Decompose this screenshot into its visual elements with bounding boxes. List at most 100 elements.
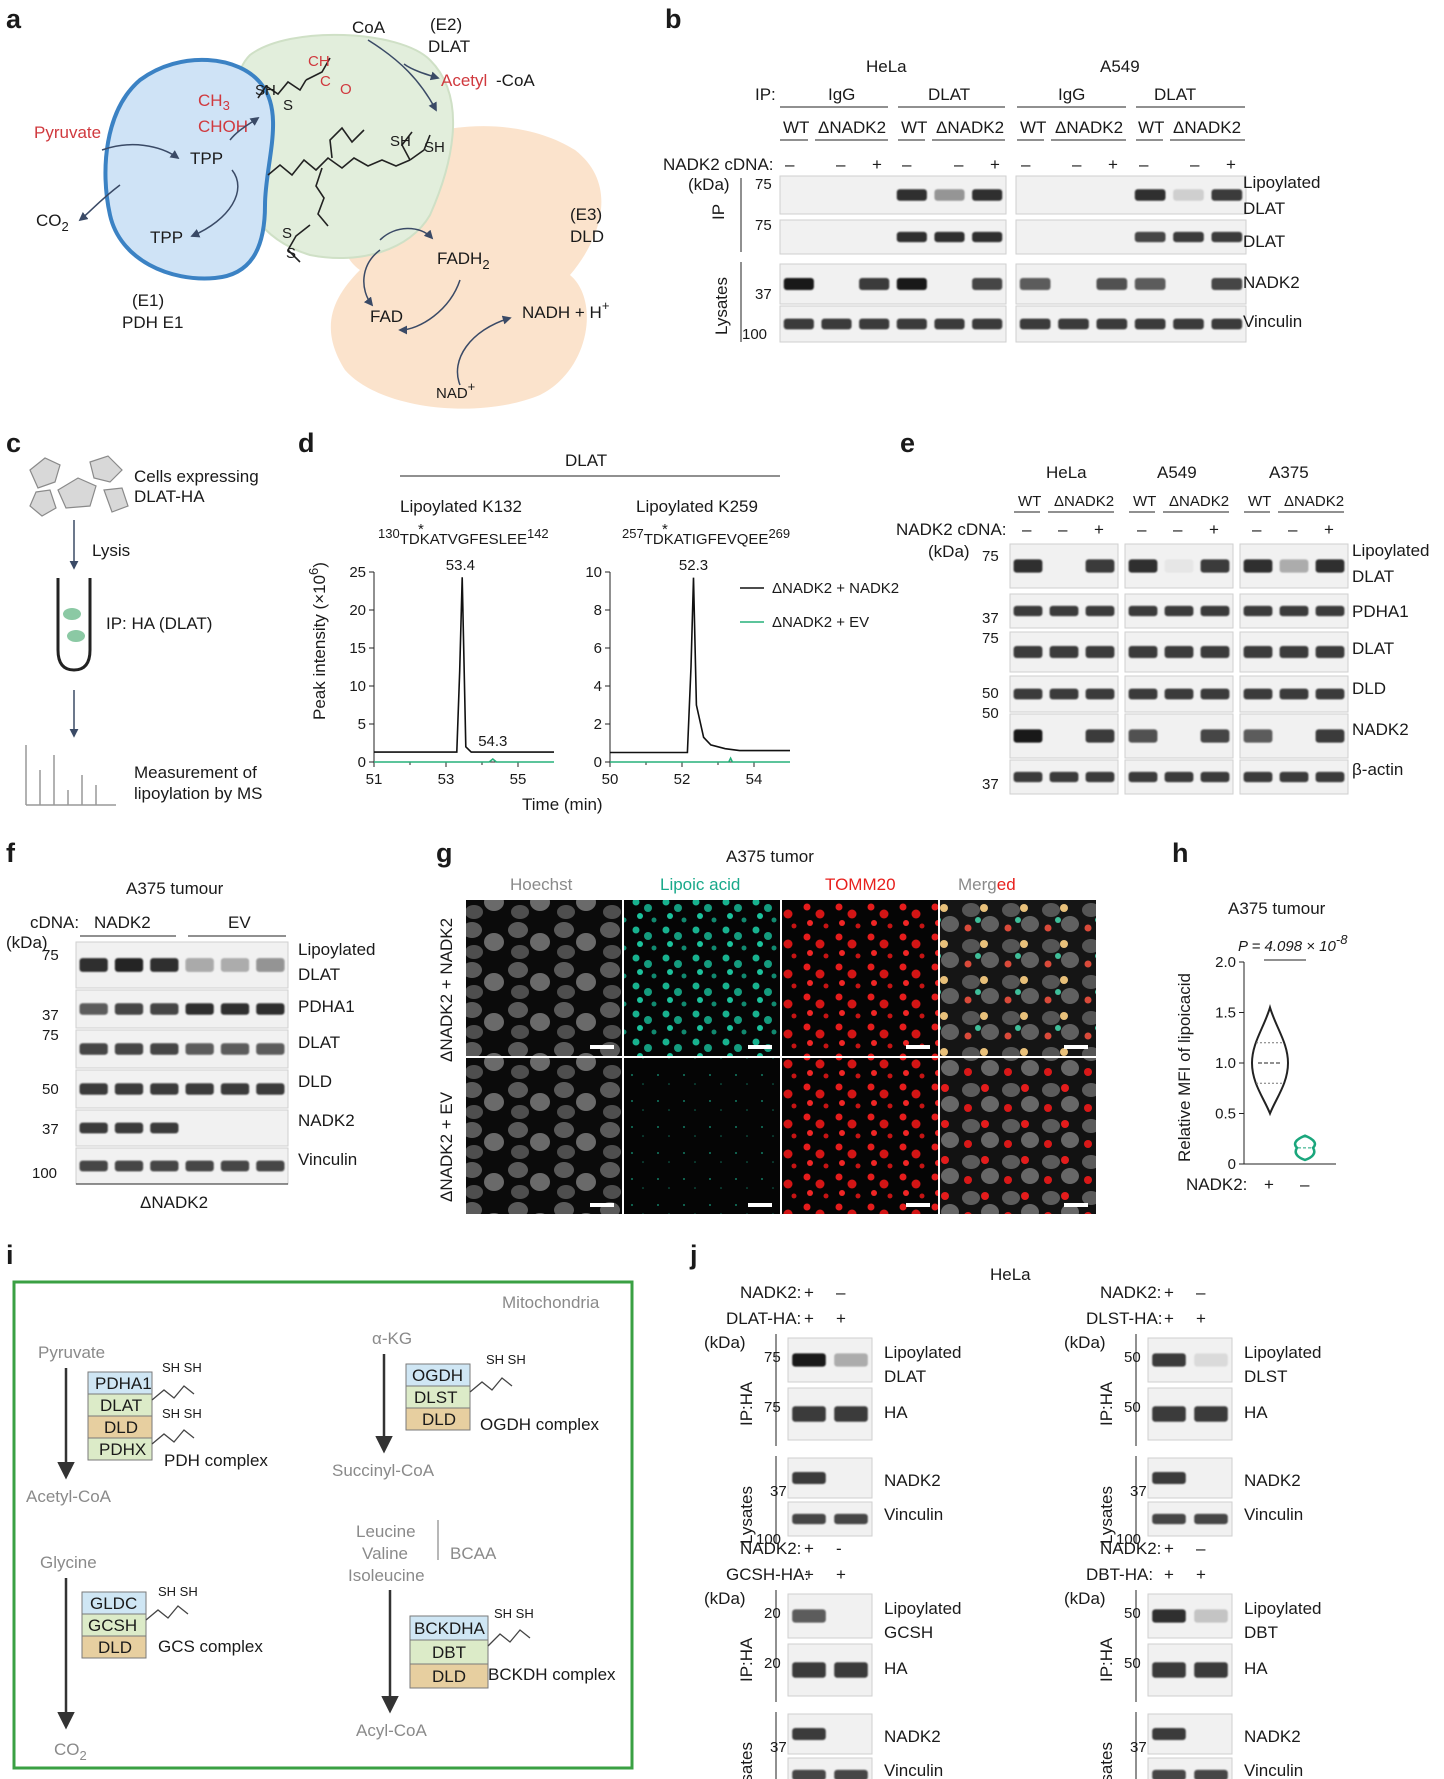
panel-f: f A375 tumour cDNA: NADK2 EV (kDa) 75 37… xyxy=(6,838,376,1212)
panel-c: c Cells expressing DLAT-HA Lysis IP: HA … xyxy=(6,428,263,806)
d-star2: * xyxy=(662,521,668,538)
e-m75b: 75 xyxy=(982,630,999,647)
j-row-target: GCSH xyxy=(884,1623,933,1642)
g-scale-bars xyxy=(590,1045,1088,1207)
b-wt1: WT xyxy=(783,118,809,137)
b-row-dlat1: DLAT xyxy=(1243,199,1285,218)
e-blot-0-2-band xyxy=(1085,646,1115,658)
j-blot-ha-band xyxy=(834,1406,868,1422)
b-blot-nadk2-a549-band xyxy=(1096,278,1128,290)
a-fad: FAD xyxy=(370,307,403,326)
c-ip: IP: HA (DLAT) xyxy=(106,614,212,633)
j-blot-lip-band xyxy=(1152,1353,1186,1367)
j-lys: Lysates xyxy=(737,1486,756,1544)
e-wt: WT xyxy=(1133,493,1156,510)
e-m50b: 50 xyxy=(982,705,999,722)
g-row1: ΔNADK2 + NADK2 xyxy=(437,918,456,1062)
e-blot-2-1-band xyxy=(1279,605,1309,617)
h-ytick: 2.0 xyxy=(1215,954,1236,971)
i-dld2: DLD xyxy=(98,1638,132,1657)
g-img-tomm-2 xyxy=(782,1058,938,1214)
e-blot-2-3-band xyxy=(1315,688,1345,700)
panel-label-j: j xyxy=(689,1240,698,1270)
d-ytick: 10 xyxy=(349,678,366,695)
d-legend2: ΔNADK2 + EV xyxy=(772,614,869,631)
j-plus: + xyxy=(1164,1283,1174,1302)
c-tube xyxy=(56,578,92,672)
b-row-dlat2: DLAT xyxy=(1243,232,1285,251)
b-dn4: ΔNADK2 xyxy=(1173,118,1241,137)
j-blot-lip-band xyxy=(1194,1609,1228,1623)
f-blot-4-band xyxy=(114,1122,144,1134)
h-violin-chart: 00.51.01.52.0 xyxy=(1215,954,1336,1173)
a-tpp2: TPP xyxy=(150,228,183,247)
panel-label-i: i xyxy=(6,1240,14,1270)
a-dld: DLD xyxy=(570,227,604,246)
f-blot-2-band xyxy=(185,1043,214,1055)
e-blot-1-3-band xyxy=(1164,688,1194,700)
i-sh-gcs: SH SH xyxy=(158,1584,198,1599)
a-sh1: SH xyxy=(255,82,276,99)
g-img-lipoic-2 xyxy=(624,1058,780,1214)
panel-label-c: c xyxy=(6,428,21,458)
j-marker: 37 xyxy=(770,1483,787,1500)
d-ylabel: Peak intensity (×106) xyxy=(306,562,329,720)
j-blot-vinc-band xyxy=(834,1769,868,1779)
e-blot-2-4-band xyxy=(1315,729,1345,743)
d-ytick: 0 xyxy=(358,754,366,771)
j-blot-vinc-band xyxy=(792,1769,826,1779)
e-blot-0-4-band xyxy=(1013,729,1043,743)
b-blot-nadk2-a549 xyxy=(1015,263,1247,305)
e-blot-1-2-band xyxy=(1200,646,1230,658)
e-blot-2-0-band xyxy=(1243,559,1273,573)
a-s3: S xyxy=(286,245,296,262)
e-kda: (kDa) xyxy=(928,542,970,561)
e-blot-1-3-band xyxy=(1128,688,1158,700)
j-marker: 50 xyxy=(1124,1655,1141,1672)
b-dlat1: DLAT xyxy=(928,85,970,104)
panel-b: b HeLa A549 IP: IgG DLAT IgG DLAT WT ΔNA… xyxy=(663,4,1321,343)
a-coa2: -CoA xyxy=(496,71,535,90)
i-dbt: DBT xyxy=(432,1643,466,1662)
b-sign: – xyxy=(1021,155,1031,174)
a-e3: (E3) xyxy=(570,205,602,224)
g-lipoic: Lipoic acid xyxy=(660,875,740,894)
e-blot-1-2-band xyxy=(1128,646,1158,658)
e-blot-1-2 xyxy=(1124,631,1234,673)
j-row-vinc: Vinculin xyxy=(884,1505,943,1524)
j-blot-lip-band xyxy=(834,1353,868,1367)
e-blot-1-1 xyxy=(1124,593,1234,629)
e1-shape xyxy=(103,57,275,281)
j-blot-vinc xyxy=(1147,1757,1233,1779)
j-blot-ha xyxy=(787,1387,873,1441)
f-blot-0-band xyxy=(185,958,214,972)
f-blot-2 xyxy=(75,1029,289,1069)
e-blot-2-2-band xyxy=(1279,646,1309,658)
f-row-dld: DLD xyxy=(298,1072,332,1091)
e-blot-1-4-band xyxy=(1200,729,1230,743)
b-ip-side: IP xyxy=(709,204,728,220)
f-blot-0-band xyxy=(150,958,179,972)
f-row-lip: Lipoylated xyxy=(298,940,376,959)
j-blot-ha-band xyxy=(1152,1406,1186,1422)
f-blot-5-band xyxy=(79,1160,108,1172)
e-blot-0-2 xyxy=(1009,631,1119,673)
d-peak-label: 53.4 xyxy=(446,557,475,574)
e-sign: – xyxy=(1137,520,1147,539)
b-blot-nadk2-a549-band xyxy=(1134,278,1166,290)
a-nadh: NADH + H+ xyxy=(522,298,609,322)
j-marker: 75 xyxy=(764,1399,781,1416)
f-blot-2-band xyxy=(114,1043,144,1055)
e-blot-2-1 xyxy=(1239,593,1349,629)
i-mito: Mitochondria xyxy=(502,1293,600,1312)
j-plus: + xyxy=(1164,1309,1174,1328)
j-plus: + xyxy=(804,1565,814,1584)
f-blot-2-band xyxy=(220,1043,250,1055)
j-kda: (kDa) xyxy=(1064,1589,1106,1608)
b-blot-vinc-hela-band xyxy=(934,318,965,330)
e-dnadk2: ΔNADK2 xyxy=(1054,493,1114,510)
e-blot-2-3 xyxy=(1239,675,1349,713)
f-blot-5-band xyxy=(256,1160,285,1172)
j-blot-ha-band xyxy=(834,1662,868,1678)
